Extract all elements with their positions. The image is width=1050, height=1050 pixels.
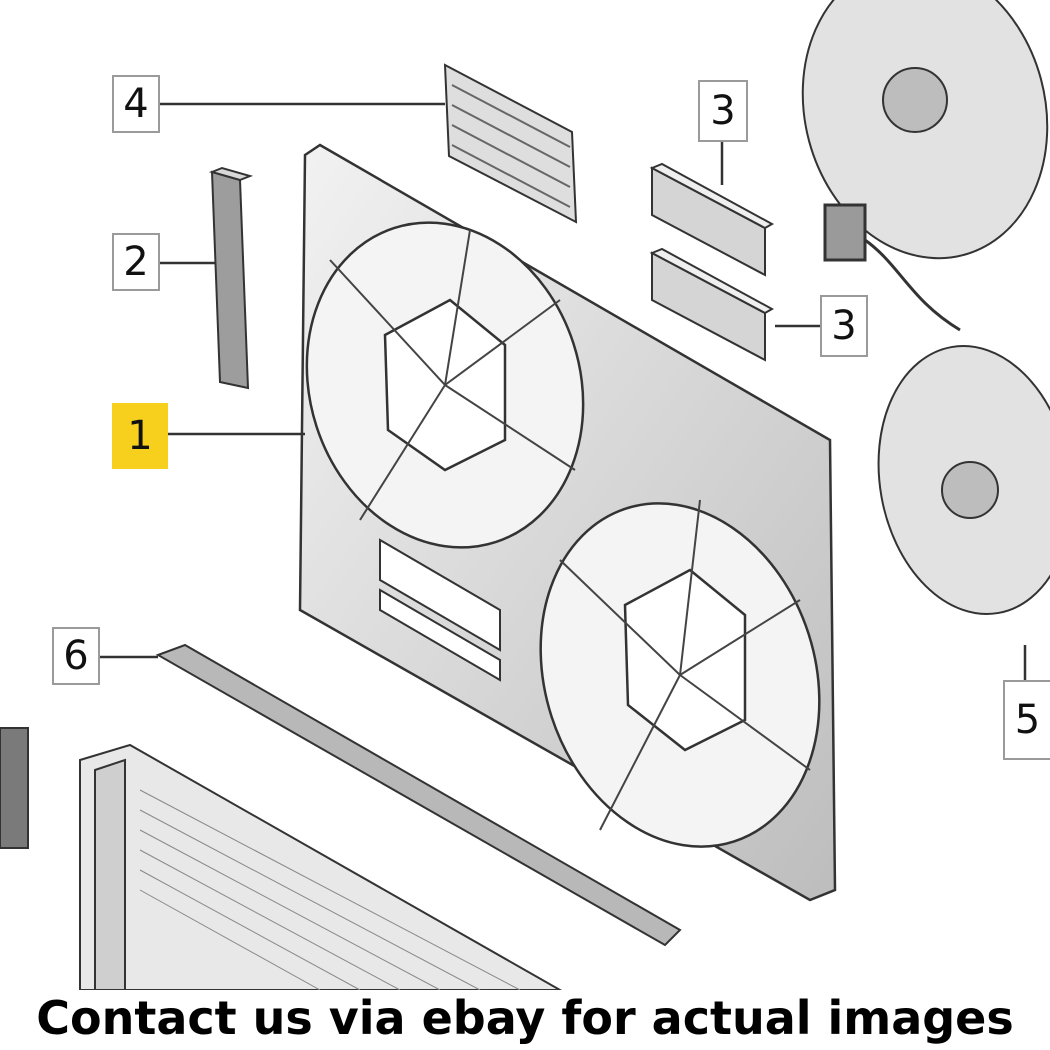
callout-2: 2	[112, 233, 160, 291]
caption-text: Contact us via ebay for actual images	[36, 990, 1014, 1045]
callout-3-upper: 3	[698, 80, 748, 142]
part-6-seal-strip	[155, 643, 682, 947]
callout-6: 6	[52, 627, 100, 685]
callout-5: 5	[1003, 680, 1050, 760]
part-4-grille	[443, 63, 578, 224]
radiator	[79, 743, 563, 990]
parts-diagram	[0, 0, 1050, 990]
part-3-louver-upper	[649, 162, 775, 277]
callout-4: 4	[112, 75, 160, 133]
side-component	[0, 727, 29, 849]
part-5-fan-lower	[877, 345, 1050, 615]
part-5-fan-upper	[801, 0, 1049, 260]
part-1-fan-shroud	[298, 143, 837, 902]
part-2-seal	[208, 166, 254, 390]
callout-1-highlighted: 1	[112, 403, 168, 469]
connector-cable	[823, 203, 961, 332]
callout-3-lower: 3	[820, 295, 868, 357]
leader-lines	[100, 102, 1027, 680]
part-3-louver-lower	[649, 247, 775, 362]
